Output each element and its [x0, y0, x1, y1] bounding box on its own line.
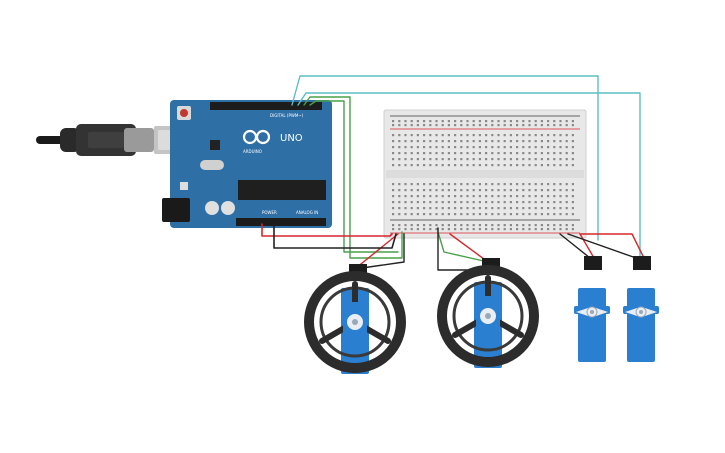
signal-wire	[297, 92, 641, 259]
signal-wire	[303, 96, 403, 259]
ground-wire	[361, 233, 405, 269]
servo-connector	[633, 256, 651, 270]
board-brand-label: ARDUINO	[243, 149, 262, 154]
positional-servo-right[interactable]	[623, 256, 659, 362]
ground-wire	[559, 233, 591, 259]
crystal	[200, 160, 224, 170]
wires	[261, 75, 645, 271]
power-wire	[261, 223, 393, 237]
board-model-label: UNO	[280, 133, 303, 144]
ground-wire	[273, 223, 397, 249]
center-channel	[386, 170, 584, 178]
power-pins-label: POWER	[262, 210, 277, 215]
wheel-servo-right[interactable]	[437, 258, 539, 368]
signal-wire	[309, 100, 399, 253]
power-analog-header	[236, 218, 326, 226]
digital-header	[210, 102, 322, 110]
servo-connector	[584, 256, 602, 270]
wheel-tire	[437, 265, 539, 367]
arduino-logo-icon	[242, 129, 271, 145]
power-wire	[579, 233, 595, 259]
breadboard-holes	[392, 120, 574, 231]
power-wire	[449, 233, 489, 263]
wheel-servo-left[interactable]	[304, 264, 406, 374]
digital-pins-label: DIGITAL (PWM~)	[270, 113, 304, 118]
signal-wire	[437, 231, 489, 263]
analog-pins-label: ANALOG IN	[296, 210, 318, 215]
atmega-chip	[238, 180, 326, 200]
wheel-tire	[304, 271, 406, 373]
signal-wire	[291, 75, 599, 241]
power-wire	[355, 233, 399, 269]
capacitor-icon	[205, 201, 219, 215]
power-wire	[579, 233, 645, 259]
positional-servo-left[interactable]	[574, 256, 610, 362]
breadboard[interactable]	[383, 109, 587, 239]
arduino-uno-board[interactable]: UNO ARDUINO DIGITAL (PWM~) POWER ANALOG …	[162, 100, 332, 228]
capacitor-icon	[221, 201, 235, 215]
ground-wire	[567, 233, 637, 259]
power-jack	[162, 198, 190, 222]
